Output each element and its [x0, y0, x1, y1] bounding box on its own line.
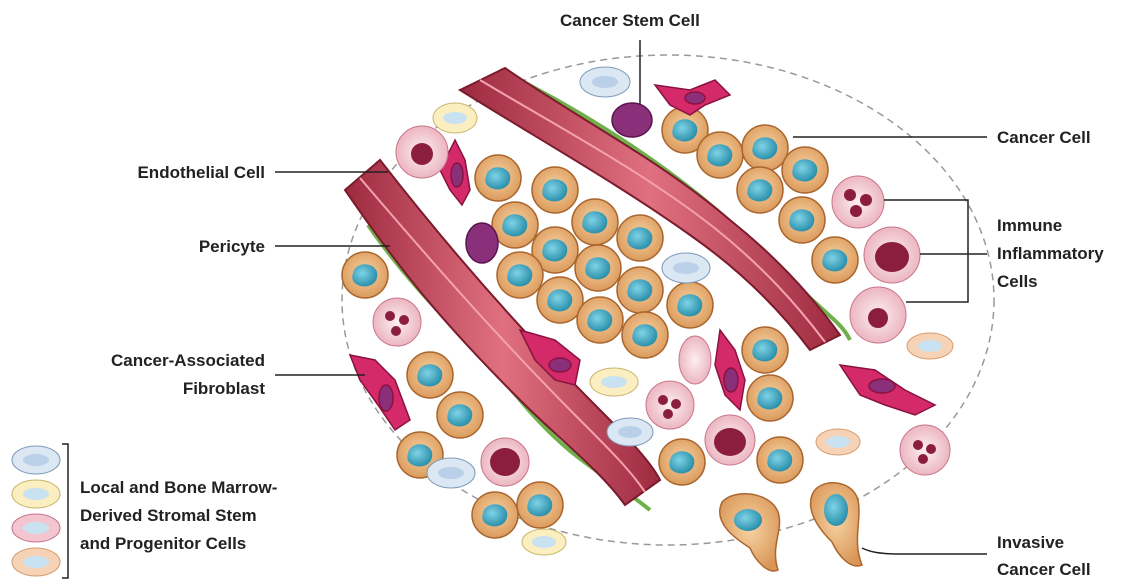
cancer-cell-nucleus [447, 404, 472, 426]
cancer-cell-nucleus [677, 294, 702, 316]
stromal-legend-cells [12, 444, 68, 578]
label-caf-line1: Cancer-Associated [60, 348, 265, 374]
cancer-cell-nucleus [547, 289, 572, 311]
cancer-cell-nucleus [527, 494, 552, 516]
cancer-cell-nucleus [632, 324, 657, 346]
label-stromal-line2: Derived Stromal Stem [80, 503, 257, 529]
label-immune: Immune [997, 213, 1062, 239]
label-cells: Cells [997, 269, 1038, 295]
label-cancer-cell-invasive: Cancer Cell [997, 557, 1091, 581]
label-cancer-cell: Cancer Cell [997, 125, 1091, 151]
cancer-cell-nucleus [507, 264, 532, 286]
cancer-cell-nucleus [669, 451, 694, 473]
cancer-cell-nucleus [752, 137, 777, 159]
label-cancer-stem-cell: Cancer Stem Cell [560, 8, 700, 34]
label-pericyte: Pericyte [110, 234, 265, 260]
cancer-cell-nucleus [627, 227, 652, 249]
label-endothelial-cell: Endothelial Cell [110, 160, 265, 186]
cancer-cell-nucleus [707, 144, 732, 166]
cancer-cell-nucleus [767, 449, 792, 471]
cancer-cell-nucleus [585, 257, 610, 279]
cancer-cell-nucleus [757, 387, 782, 409]
cancer-cell-nucleus [582, 211, 607, 233]
cancer-cell-nucleus [752, 339, 777, 361]
cancer-cell-nucleus [672, 119, 697, 141]
cancer-cell-nucleus [627, 279, 652, 301]
cancer-cell-nucleus [542, 179, 567, 201]
cancer-cell-nucleus [747, 179, 772, 201]
cancer-cell-nucleus [485, 167, 510, 189]
label-caf-line2: Fibroblast [60, 376, 265, 402]
cancer-cell-nucleus [502, 214, 527, 236]
cancer-cell-nucleus [789, 209, 814, 231]
cancer-cell-nucleus [822, 249, 847, 271]
cancer-cell-nucleus [792, 159, 817, 181]
cancer-cell-nucleus [482, 504, 507, 526]
cancer-cell-nucleus [352, 264, 377, 286]
label-invasive: Invasive [997, 530, 1064, 556]
label-stromal-line1: Local and Bone Marrow- [80, 475, 277, 501]
cancer-cell-nucleus [417, 364, 442, 386]
cancer-cell-nucleus [542, 239, 567, 261]
cancer-cell-nucleus [407, 444, 432, 466]
label-stromal-line3: and Progenitor Cells [80, 531, 246, 557]
cancer-cell-nucleus [587, 309, 612, 331]
label-inflammatory: Inflammatory [997, 241, 1104, 267]
